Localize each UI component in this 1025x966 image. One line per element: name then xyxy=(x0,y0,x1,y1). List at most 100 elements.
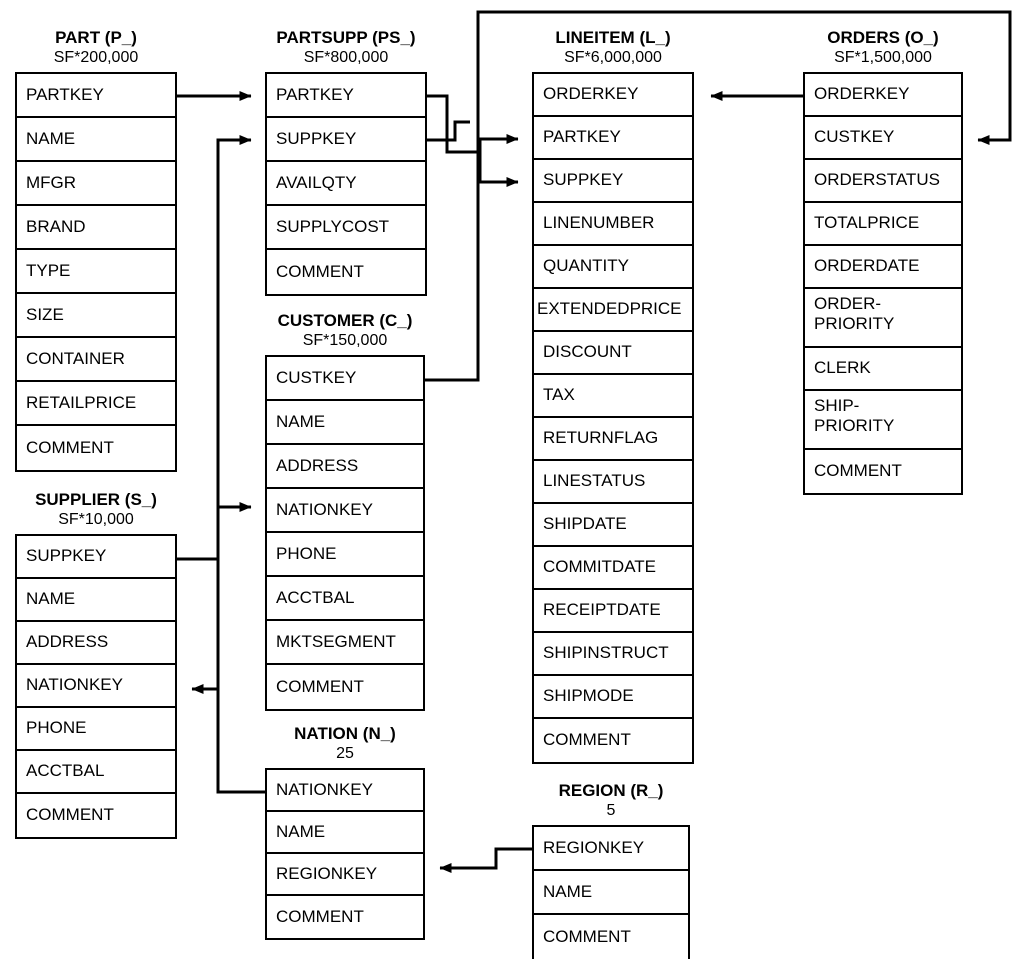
field-lineitem-receiptdate[interactable]: RECEIPTDATE xyxy=(534,590,692,633)
field-part-brand[interactable]: BRAND xyxy=(17,206,175,250)
entity-customer-fields: CUSTKEY NAME ADDRESS NATIONKEY PHONE ACC… xyxy=(265,355,425,711)
connector-supplier-partsupp xyxy=(177,135,252,561)
field-region-regionkey[interactable]: REGIONKEY xyxy=(534,827,688,871)
field-part-size[interactable]: SIZE xyxy=(17,294,175,338)
field-lineitem-linestatus[interactable]: LINESTATUS xyxy=(534,461,692,504)
entity-nation: NATION (N_) 25 NATIONKEY NAME REGIONKEY … xyxy=(265,724,425,940)
field-lineitem-extendedprice[interactable]: EXTENDEDPRICE xyxy=(534,289,692,332)
field-lineitem-returnflag[interactable]: RETURNFLAG xyxy=(534,418,692,461)
field-nation-name[interactable]: NAME xyxy=(267,812,423,854)
entity-nation-fields: NATIONKEY NAME REGIONKEY COMMENT xyxy=(265,768,425,940)
entity-supplier-cardinality: SF*10,000 xyxy=(58,511,134,528)
field-nation-regionkey[interactable]: REGIONKEY xyxy=(267,854,423,896)
field-customer-name[interactable]: NAME xyxy=(267,401,423,445)
entity-orders-fields: ORDERKEY CUSTKEY ORDERSTATUS TOTALPRICE … xyxy=(803,72,963,495)
field-part-comment[interactable]: COMMENT xyxy=(17,426,175,470)
field-customer-mktsegment[interactable]: MKTSEGMENT xyxy=(267,621,423,665)
field-lineitem-suppkey[interactable]: SUPPKEY xyxy=(534,160,692,203)
field-partsupp-suppkey[interactable]: SUPPKEY xyxy=(267,118,425,162)
field-customer-nationkey[interactable]: NATIONKEY xyxy=(267,489,423,533)
entity-partsupp-title: PARTSUPP (PS_) xyxy=(276,28,416,47)
entity-region: REGION (R_) 5 REGIONKEY NAME COMMENT xyxy=(532,781,690,959)
field-lineitem-quantity[interactable]: QUANTITY xyxy=(534,246,692,289)
field-lineitem-shipmode[interactable]: SHIPMODE xyxy=(534,676,692,719)
field-lineitem-commitdate[interactable]: COMMITDATE xyxy=(534,547,692,590)
field-nation-nationkey[interactable]: NATIONKEY xyxy=(267,770,423,812)
field-part-retailprice[interactable]: RETAILPRICE xyxy=(17,382,175,426)
field-partsupp-comment[interactable]: COMMENT xyxy=(267,250,425,294)
field-orders-orderpriority-line2: PRIORITY xyxy=(814,314,895,334)
field-lineitem-shipdate[interactable]: SHIPDATE xyxy=(534,504,692,547)
field-supplier-acctbal[interactable]: ACCTBAL xyxy=(17,751,175,794)
connector-partsupp-lineitem-suppkey xyxy=(467,150,519,187)
field-supplier-name[interactable]: NAME xyxy=(17,579,175,622)
field-orders-shippriority-line2: PRIORITY xyxy=(814,416,895,436)
entity-lineitem-fields: ORDERKEY PARTKEY SUPPKEY LINENUMBER QUAN… xyxy=(532,72,694,764)
entity-orders: ORDERS (O_) SF*1,500,000 ORDERKEY CUSTKE… xyxy=(803,28,963,495)
field-region-name[interactable]: NAME xyxy=(534,871,688,915)
field-orders-orderpriority[interactable]: ORDER- PRIORITY xyxy=(805,289,961,348)
entity-lineitem-title: LINEITEM (L_) xyxy=(555,28,671,47)
field-customer-comment[interactable]: COMMENT xyxy=(267,665,423,709)
field-orders-orderstatus[interactable]: ORDERSTATUS xyxy=(805,160,961,203)
entity-partsupp-fields: PARTKEY SUPPKEY AVAILQTY SUPPLYCOST COMM… xyxy=(265,72,427,296)
entity-supplier: SUPPLIER (S_) SF*10,000 SUPPKEY NAME ADD… xyxy=(15,490,177,839)
field-supplier-comment[interactable]: COMMENT xyxy=(17,794,175,837)
field-lineitem-comment[interactable]: COMMENT xyxy=(534,719,692,762)
field-orders-shippriority[interactable]: SHIP- PRIORITY xyxy=(805,391,961,450)
entity-lineitem: LINEITEM (L_) SF*6,000,000 ORDERKEY PART… xyxy=(532,28,694,764)
field-nation-comment[interactable]: COMMENT xyxy=(267,896,423,938)
field-customer-phone[interactable]: PHONE xyxy=(267,533,423,577)
entity-part-fields: PARTKEY NAME MFGR BRAND TYPE SIZE CONTAI… xyxy=(15,72,177,472)
field-lineitem-partkey[interactable]: PARTKEY xyxy=(534,117,692,160)
field-customer-address[interactable]: ADDRESS xyxy=(267,445,423,489)
connector-partsupp-keys-merge xyxy=(427,94,467,154)
field-part-container[interactable]: CONTAINER xyxy=(17,338,175,382)
field-customer-custkey[interactable]: CUSTKEY xyxy=(267,357,423,401)
field-orders-comment[interactable]: COMMENT xyxy=(805,450,961,493)
field-lineitem-tax[interactable]: TAX xyxy=(534,375,692,418)
field-customer-acctbal[interactable]: ACCTBAL xyxy=(267,577,423,621)
field-part-name[interactable]: NAME xyxy=(17,118,175,162)
field-supplier-address[interactable]: ADDRESS xyxy=(17,622,175,665)
entity-orders-cardinality: SF*1,500,000 xyxy=(834,49,932,66)
field-supplier-phone[interactable]: PHONE xyxy=(17,708,175,751)
connector-region-nation xyxy=(439,847,532,873)
entity-orders-title: ORDERS (O_) xyxy=(827,28,939,47)
entity-region-cardinality: 5 xyxy=(606,802,616,819)
field-orders-orderkey[interactable]: ORDERKEY xyxy=(805,74,961,117)
entity-lineitem-cardinality: SF*6,000,000 xyxy=(564,49,662,66)
field-partsupp-supplycost[interactable]: SUPPLYCOST xyxy=(267,206,425,250)
entity-region-title: REGION (R_) xyxy=(558,781,664,800)
field-part-type[interactable]: TYPE xyxy=(17,250,175,294)
field-lineitem-linenumber[interactable]: LINENUMBER xyxy=(534,203,692,246)
entity-nation-title: NATION (N_) xyxy=(294,724,396,743)
entity-part-cardinality: SF*200,000 xyxy=(53,49,139,66)
field-supplier-nationkey[interactable]: NATIONKEY xyxy=(17,665,175,708)
entity-region-fields: REGIONKEY NAME COMMENT xyxy=(532,825,690,959)
field-orders-clerk[interactable]: CLERK xyxy=(805,348,961,391)
entity-customer-title: CUSTOMER (C_) xyxy=(277,311,413,330)
field-lineitem-orderkey[interactable]: ORDERKEY xyxy=(534,74,692,117)
field-supplier-suppkey[interactable]: SUPPKEY xyxy=(17,536,175,579)
field-part-partkey[interactable]: PARTKEY xyxy=(17,74,175,118)
field-partsupp-availqty[interactable]: AVAILQTY xyxy=(267,162,425,206)
connector-partsupp-lineitem-partkey xyxy=(467,134,519,154)
field-region-comment[interactable]: COMMENT xyxy=(534,915,688,959)
field-part-mfgr[interactable]: MFGR xyxy=(17,162,175,206)
field-lineitem-discount[interactable]: DISCOUNT xyxy=(534,332,692,375)
field-orders-orderpriority-line1: ORDER- xyxy=(814,294,882,313)
entity-nation-cardinality: 25 xyxy=(336,745,354,762)
field-partsupp-partkey[interactable]: PARTKEY xyxy=(267,74,425,118)
entity-partsupp-cardinality: SF*800,000 xyxy=(303,49,389,66)
connector-nation-trunk xyxy=(216,502,265,794)
entity-customer-cardinality: SF*150,000 xyxy=(302,332,388,349)
entity-supplier-fields: SUPPKEY NAME ADDRESS NATIONKEY PHONE ACC… xyxy=(15,534,177,839)
field-lineitem-shipinstruct[interactable]: SHIPINSTRUCT xyxy=(534,633,692,676)
field-orders-orderdate[interactable]: ORDERDATE xyxy=(805,246,961,289)
field-orders-custkey[interactable]: CUSTKEY xyxy=(805,117,961,160)
entity-partsupp: PARTSUPP (PS_) SF*800,000 PARTKEY SUPPKE… xyxy=(265,28,427,296)
field-orders-totalprice[interactable]: TOTALPRICE xyxy=(805,203,961,246)
